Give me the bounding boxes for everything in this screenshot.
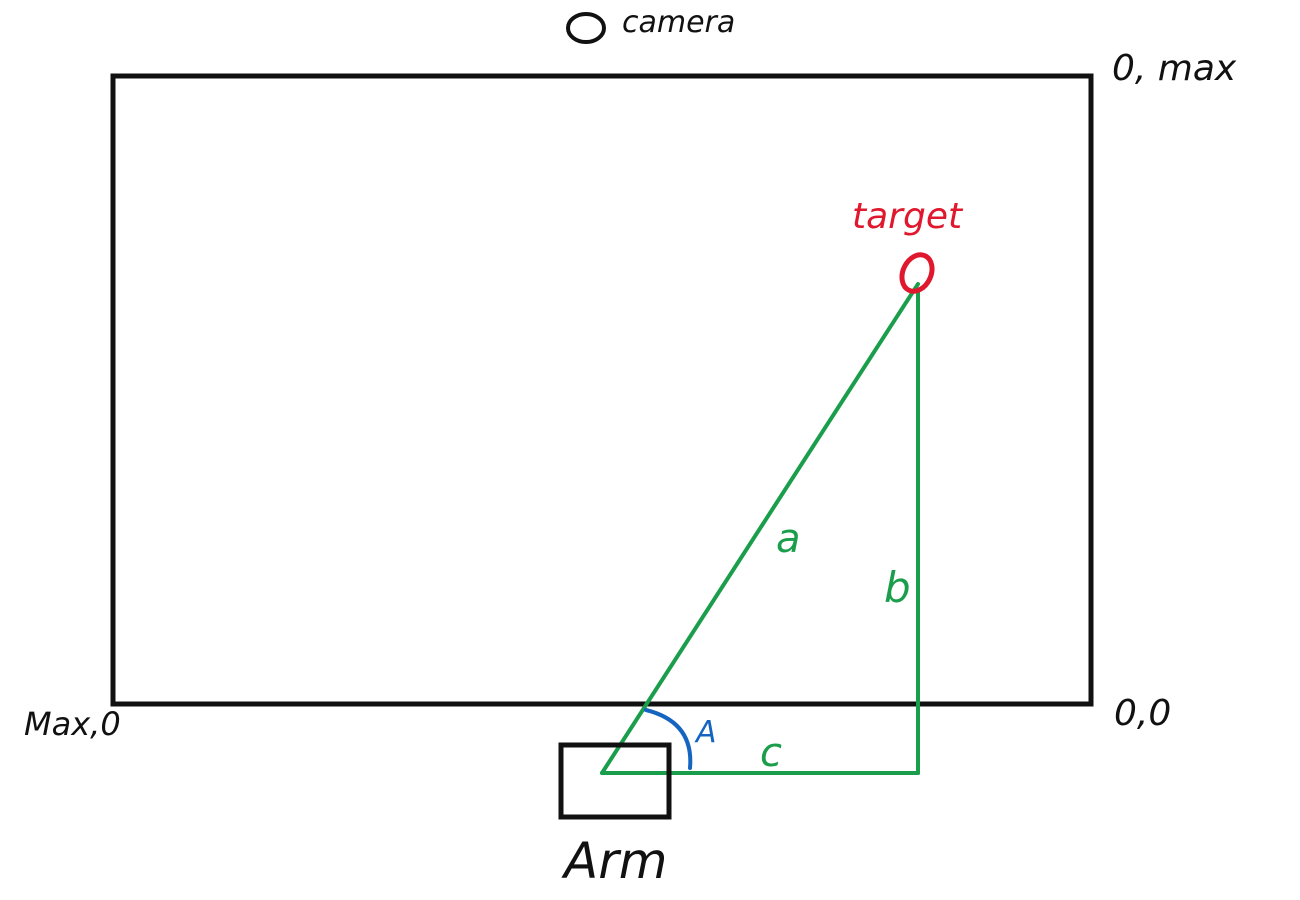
arm-label: Arm [561, 832, 667, 890]
field-frame [110, 73, 1094, 707]
target-label: target [852, 196, 964, 237]
side-b-label: b [884, 563, 911, 612]
arm-base [558, 742, 672, 820]
camera-marker [566, 12, 606, 44]
angle-A-label: A [694, 715, 717, 750]
corner-label-bottom-left: Max,0 [24, 705, 121, 743]
angle-A-arc [644, 708, 693, 770]
side-a-label: a [776, 516, 801, 562]
corner-label-top-right: 0, max [1112, 48, 1237, 89]
side-c-label: c [760, 730, 782, 776]
camera-label: camera [622, 5, 735, 40]
side-a-hypotenuse [600, 282, 920, 775]
target-marker [899, 252, 935, 294]
corner-label-bottom-right: 0,0 [1114, 693, 1171, 734]
